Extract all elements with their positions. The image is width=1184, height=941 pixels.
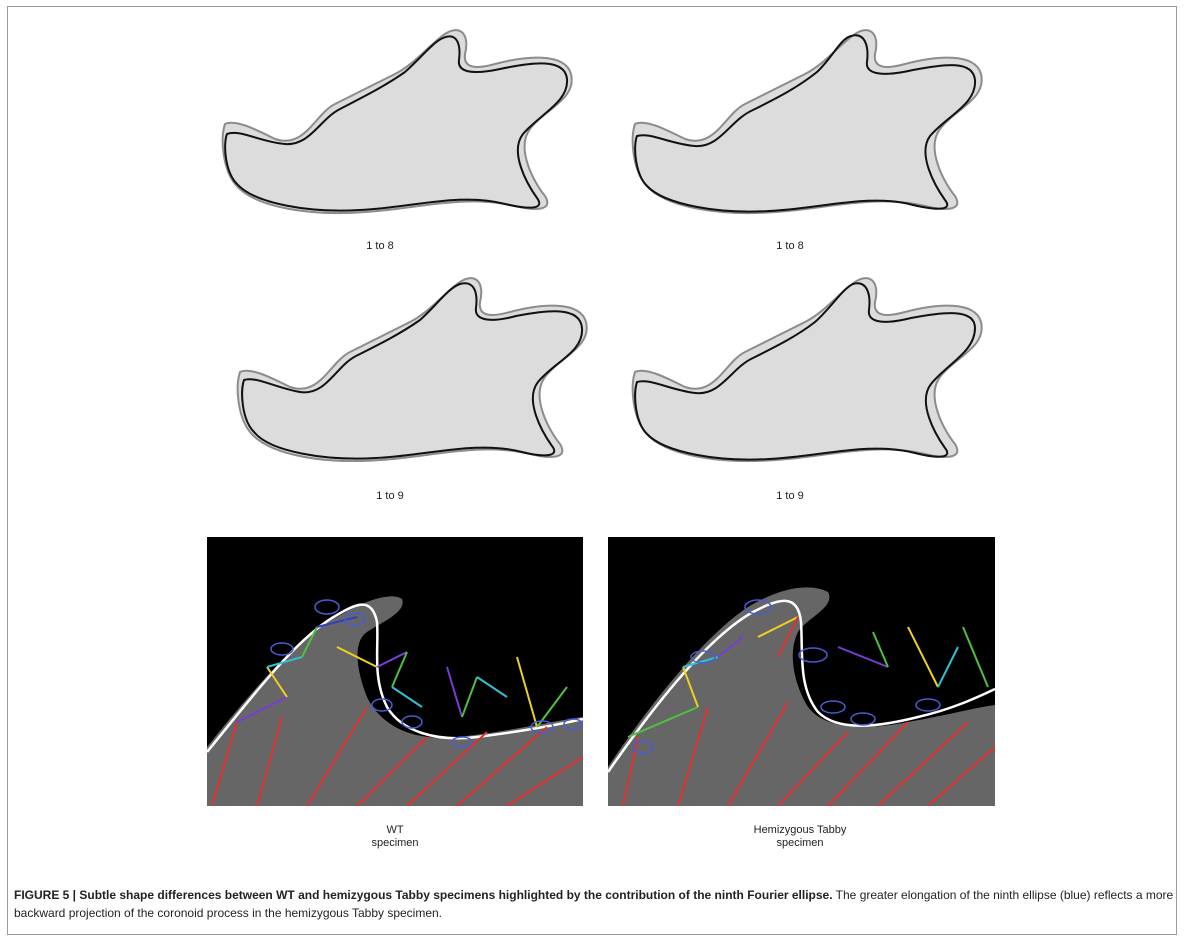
fourier-ellipses (632, 599, 941, 754)
mean-shape-grey (631, 277, 983, 462)
panel-label-3: 1 to 9 (376, 490, 404, 502)
reconstructed-shape-black (634, 282, 977, 461)
reconstructed-outline-white (608, 599, 995, 773)
tabby-label: Hemizygous Tabby specimen (753, 824, 847, 849)
mean-shape-grey (631, 29, 983, 215)
bone-region (207, 596, 583, 806)
figure-frame (7, 6, 1177, 935)
outline-panel-3 (236, 277, 588, 462)
panel-label-2: 1 to 8 (776, 240, 804, 252)
fourier-vectors (622, 616, 995, 806)
wt-label: WT specimen (371, 824, 419, 849)
mean-shape-grey (221, 29, 573, 215)
wt-ellipse-panel (207, 537, 583, 806)
reconstructed-shape-black (224, 35, 569, 212)
caption-title: FIGURE 5 | Subtle shape differences betw… (14, 888, 833, 902)
outline-panel-1 (221, 29, 573, 215)
bone-region (608, 587, 995, 806)
caption-body: The greater elongation of the ninth elli… (14, 888, 1174, 920)
reconstructed-shape-black (634, 34, 977, 213)
reconstructed-outline-white (207, 603, 583, 753)
figure-caption: FIGURE 5 | Subtle shape differences betw… (14, 886, 1174, 922)
reconstructed-shape-black (241, 282, 584, 460)
panel-label-1: 1 to 8 (366, 240, 394, 252)
fourier-ellipses (270, 599, 583, 748)
outline-panel-2 (631, 29, 983, 215)
panel-label-4: 1 to 9 (776, 490, 804, 502)
mean-shape-grey (236, 277, 588, 462)
tabby-ellipse-panel (608, 537, 995, 806)
outline-panel-4 (631, 277, 983, 462)
fourier-vectors (211, 616, 583, 806)
